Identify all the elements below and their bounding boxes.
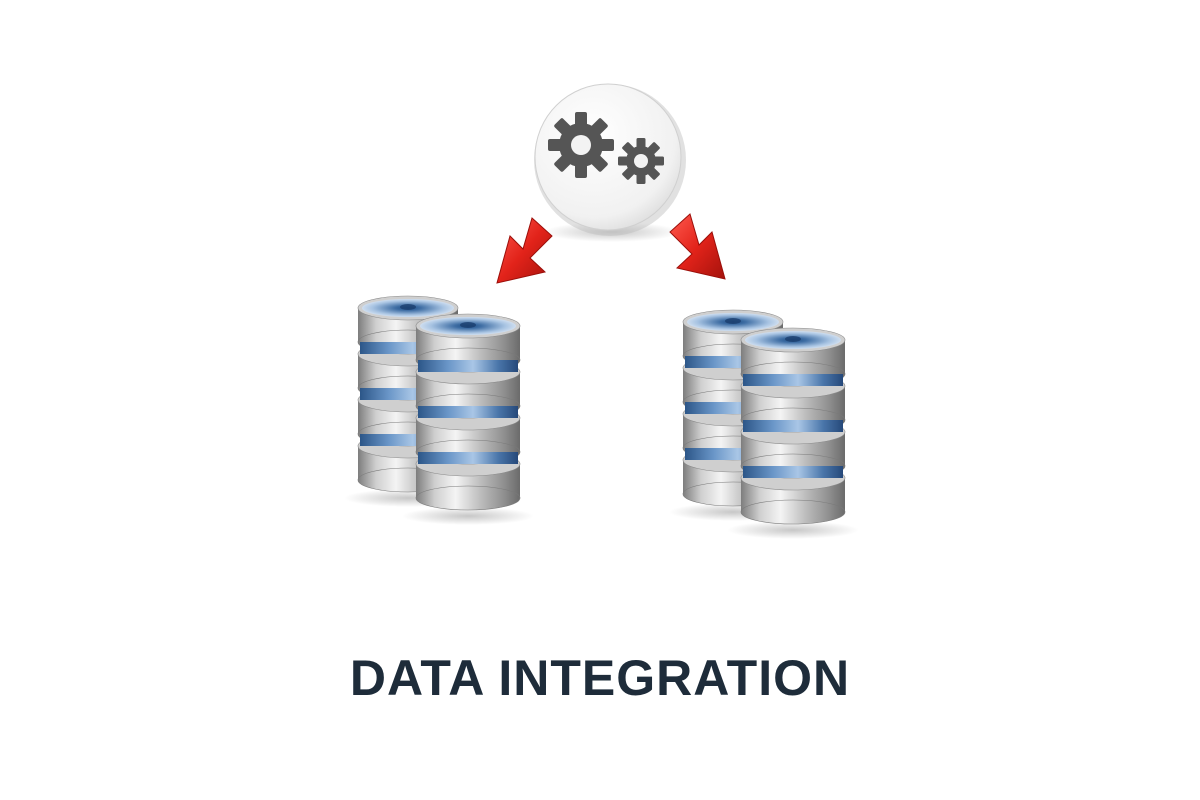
database-stack-right [669, 309, 859, 539]
database-stack-left [344, 295, 534, 525]
database-stack-icon [727, 327, 859, 539]
caption-title: DATA INTEGRATION [349, 650, 851, 706]
database-stack-icon [402, 313, 534, 525]
gears-icon [548, 112, 664, 184]
arrow-down-right-icon [669, 213, 726, 280]
arrow-down-left-icon [496, 217, 553, 284]
gears-button [534, 83, 686, 242]
